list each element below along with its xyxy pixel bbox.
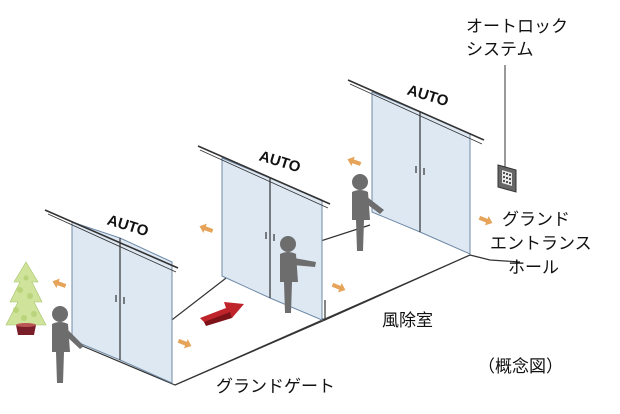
auto-sign: AUTO <box>405 82 451 111</box>
arrow-icon <box>52 156 493 349</box>
person-icon <box>352 174 384 251</box>
grand-gate-label: グランドゲート <box>216 377 335 397</box>
hall-label-line3: ホール <box>508 258 559 278</box>
door-header-rail <box>44 209 179 269</box>
direction-arrow-icon <box>200 302 244 326</box>
door-header-rail <box>197 145 331 205</box>
autolock-label-line1: オートロック <box>466 17 568 37</box>
person-icon <box>52 306 84 383</box>
autolock-label-line2: システム <box>466 40 534 60</box>
auto-door-entrance-hall: AUTO <box>347 79 485 255</box>
glass-panel-left <box>71 221 121 361</box>
glass-panel-right <box>269 177 323 321</box>
person-icon <box>280 236 316 313</box>
glass-panel-right <box>119 237 173 384</box>
hall-label-line1: グランド <box>502 210 570 230</box>
door-header-rail <box>347 79 485 141</box>
glass-panel-left <box>221 157 271 299</box>
hall-label-line2: エントランス <box>490 234 592 254</box>
auto-door-windbreak: AUTO <box>197 145 331 321</box>
autolock-panel <box>497 65 517 193</box>
decorative-tree-icon <box>5 261 47 335</box>
windbreak-room-label: 風除室 <box>382 311 433 331</box>
auto-sign: AUTO <box>257 148 303 177</box>
glass-panel-right <box>419 111 471 255</box>
auto-door-grand-gate: AUTO <box>44 209 179 384</box>
concept-note-label: （概念図） <box>478 356 563 377</box>
